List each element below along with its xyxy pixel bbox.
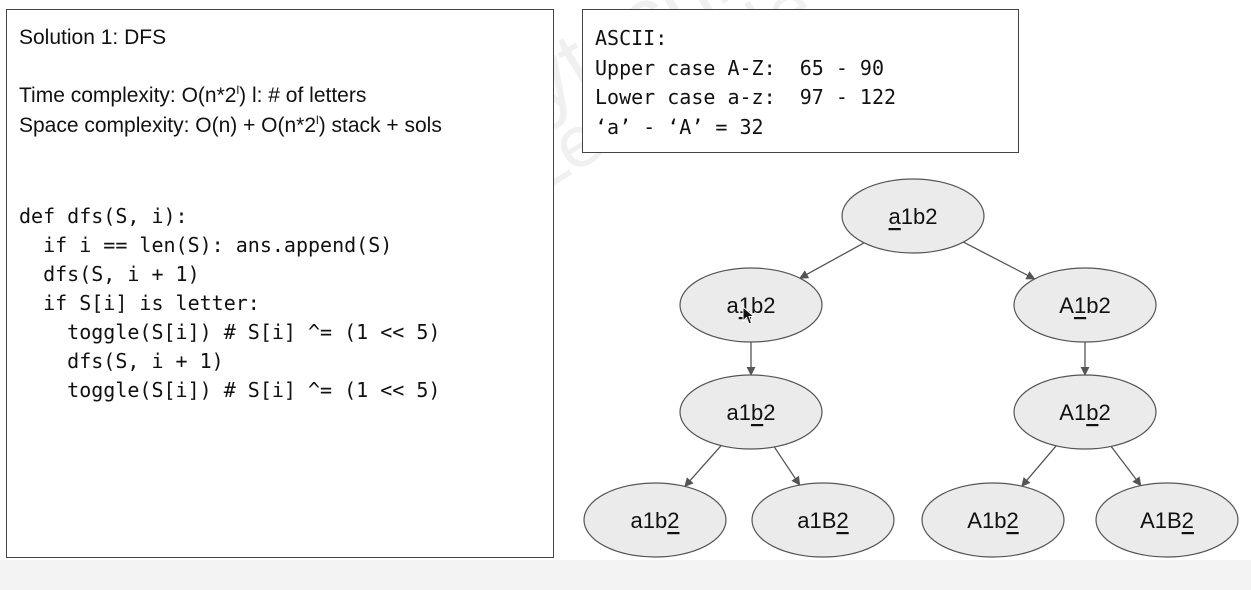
tree-node-label: a1b2: [727, 400, 776, 425]
tree-node-rr: A1B2: [1095, 482, 1239, 558]
ascii-block: ASCII: Upper case A-Z: 65 - 90 Lower case …: [595, 24, 896, 142]
tree-node-label: A1b2: [967, 508, 1018, 533]
code-line: if S[i] is letter:: [19, 291, 260, 315]
tree-node-ellipse: [1013, 374, 1157, 450]
code-block: def dfs(S, i): if i == len(S): ans.appen…: [19, 202, 440, 405]
time-suffix: ) l: # of letters: [239, 84, 367, 107]
tree-node-rl: A1b2: [921, 482, 1065, 558]
space-suffix: ) stack + sols: [318, 114, 442, 137]
time-sup: l: [236, 83, 240, 97]
space-prefix: Space complexity: O(n) + O(n*2: [19, 114, 317, 137]
code-line: if i == len(S): ans.append(S): [19, 233, 393, 257]
tree-node-label: a1b2: [631, 508, 680, 533]
tree-edge: [684, 445, 722, 488]
time-prefix: Time complexity: O(n*2: [19, 84, 237, 107]
time-complexity: Time complexity: O(n*2l) l: # of letters: [19, 83, 366, 108]
tree-node-r1: A1b2: [1013, 267, 1157, 343]
tree-edge: [1110, 446, 1142, 487]
tree-node-r2: A1b2: [1013, 374, 1157, 450]
tree-node-ellipse: [679, 374, 823, 450]
tree-node-l2: a1b2: [679, 374, 823, 450]
tree-edge: [799, 242, 865, 279]
tree-node-ellipse: [679, 267, 823, 343]
ascii-line: ASCII:: [595, 26, 668, 50]
tree-node-ellipse: [921, 482, 1065, 558]
tree-node-ellipse: [841, 178, 985, 254]
ascii-line: Lower case a-z: 97 - 122: [595, 85, 897, 109]
code-line: dfs(S, i + 1): [19, 349, 224, 373]
code-line: def dfs(S, i):: [19, 204, 188, 228]
tree-edge: [1021, 445, 1057, 487]
tree-edge: [963, 241, 1036, 280]
mouse-cursor-icon: [742, 306, 756, 325]
tree-node-ellipse: [1095, 482, 1239, 558]
code-line: dfs(S, i + 1): [19, 262, 200, 286]
tree-node-ll: a1b2: [583, 482, 727, 558]
ascii-line: ‘a’ - ‘A’ = 32: [595, 114, 764, 139]
tree-node-label: A1B2: [1140, 508, 1194, 533]
space-complexity: Space complexity: O(n) + O(n*2l) stack +…: [19, 113, 442, 138]
tree-node-ellipse: [751, 482, 895, 558]
ascii-line: Upper case A-Z: 65 - 90: [595, 55, 884, 80]
solution-title: Solution 1: DFS: [19, 26, 167, 49]
tree-node-ellipse: [1013, 267, 1157, 343]
tree-node-label: A1b2: [1059, 293, 1110, 318]
tree-edge: [773, 446, 801, 486]
code-line: toggle(S[i]) # S[i] ^= (1 << 5): [19, 378, 441, 402]
ascii-panel: ASCII: Upper case A-Z: 65 - 90 Lower case …: [582, 9, 1019, 153]
tree-node-label: A1b2: [1059, 400, 1110, 425]
bottom-strip: [0, 560, 1251, 590]
tree-node-root: a1b2: [841, 178, 985, 254]
tree-node-l1: a1b2: [679, 267, 823, 343]
code-line: toggle(S[i]) # S[i] ^= (1 << 5): [19, 320, 441, 344]
tree-node-ellipse: [583, 482, 727, 558]
tree-node-lr: a1B2: [751, 482, 895, 558]
tree-node-label: a1B2: [797, 508, 848, 533]
tree-node-label: a1b2: [889, 204, 938, 229]
space-sup: l: [316, 113, 319, 127]
solution-panel: Solution 1: DFS Time complexity: O(n*2l)…: [6, 9, 554, 558]
